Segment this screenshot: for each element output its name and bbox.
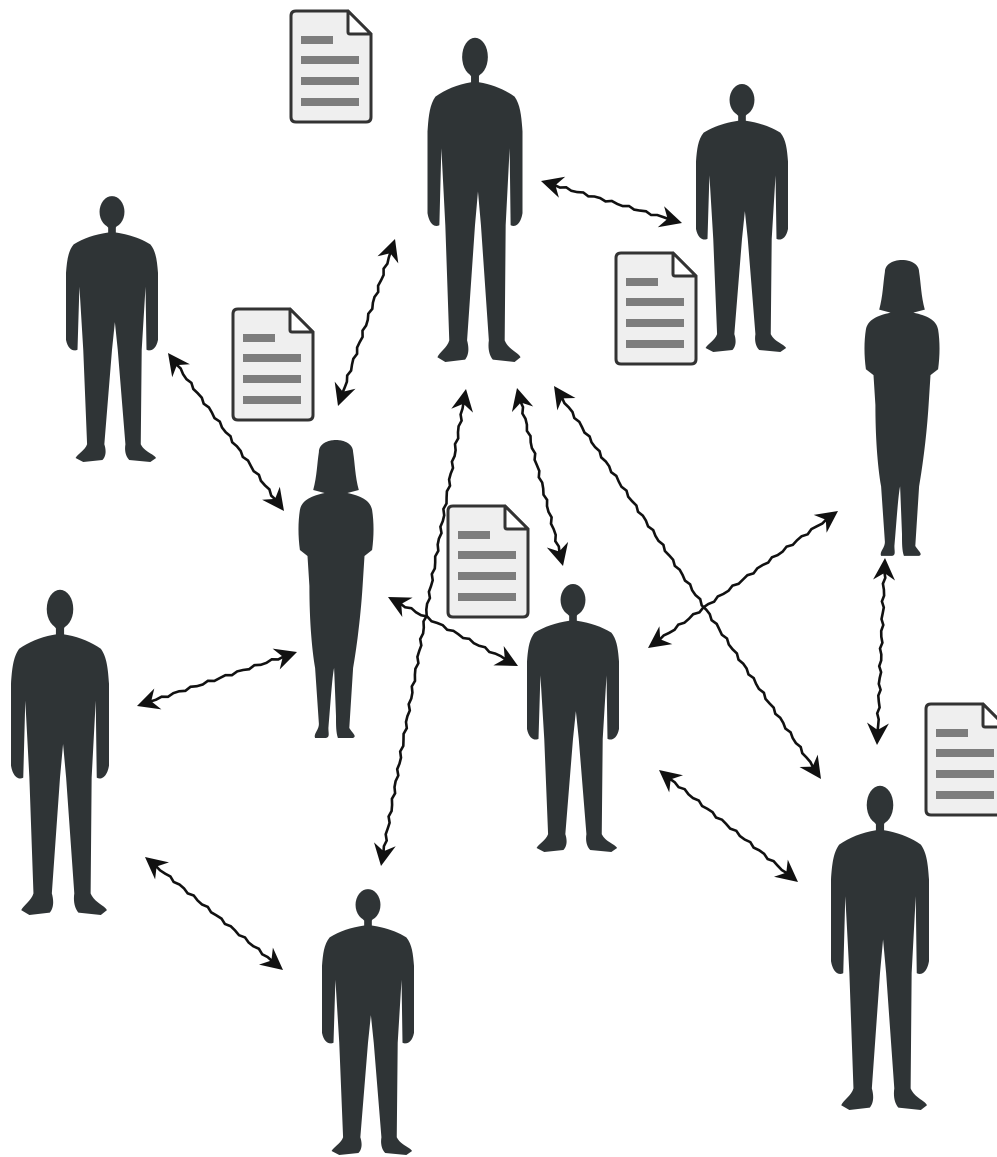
arrow-head-end bbox=[262, 486, 284, 511]
arrow-head-start bbox=[145, 857, 169, 880]
arrow-head-start bbox=[137, 688, 162, 710]
connection-arrow bbox=[145, 857, 283, 970]
connection-line bbox=[553, 183, 670, 221]
document-text-line bbox=[626, 298, 684, 306]
arrow-head-start bbox=[377, 239, 399, 264]
document-text-line bbox=[936, 749, 994, 757]
arrow-head-end bbox=[374, 842, 396, 866]
arrow-head-end bbox=[493, 646, 518, 666]
connection-arrow bbox=[137, 648, 297, 710]
arrow-head-end bbox=[648, 626, 673, 648]
connections-layer bbox=[137, 176, 895, 970]
arrow-head-end bbox=[334, 381, 356, 406]
document-fold bbox=[671, 251, 698, 278]
arrow-head-start bbox=[511, 388, 534, 413]
document-text-line bbox=[301, 77, 359, 85]
person-center bbox=[527, 584, 619, 852]
connection-arrow bbox=[541, 176, 682, 228]
arrow-head-start bbox=[659, 770, 683, 793]
document-text-line bbox=[301, 98, 359, 106]
document-text-line bbox=[936, 770, 994, 778]
arrow-head-end bbox=[259, 947, 283, 970]
document-text-line bbox=[243, 396, 301, 404]
connection-arrow bbox=[554, 386, 821, 779]
connection-line bbox=[560, 396, 815, 769]
connection-line bbox=[668, 777, 789, 875]
document-fold bbox=[503, 504, 530, 531]
connection-arrow bbox=[867, 558, 895, 745]
document-text-line bbox=[626, 340, 684, 348]
connection-line bbox=[399, 602, 507, 661]
connection-line bbox=[341, 250, 392, 395]
document-text-line bbox=[243, 334, 275, 342]
person-left bbox=[10, 589, 109, 915]
document-text-line bbox=[936, 729, 968, 737]
connection-arrow bbox=[648, 511, 838, 648]
connection-arrow bbox=[374, 389, 473, 866]
connection-arrow bbox=[388, 597, 518, 666]
document-text-line bbox=[626, 278, 658, 286]
person-bottom-right bbox=[831, 785, 929, 1110]
person-top-center bbox=[427, 37, 523, 363]
arrow-head-end bbox=[657, 206, 682, 228]
document-icon bbox=[446, 504, 530, 619]
person-center-left bbox=[298, 440, 374, 738]
arrow-head-end bbox=[774, 859, 798, 882]
arrow-head-end bbox=[546, 541, 569, 566]
arrow-head-start bbox=[168, 353, 190, 378]
document-text-line bbox=[301, 56, 359, 64]
arrow-head-start bbox=[554, 386, 576, 411]
arrow-head-start bbox=[451, 389, 473, 413]
document-icon bbox=[614, 251, 698, 366]
connection-line bbox=[154, 864, 274, 963]
people-layer bbox=[10, 37, 940, 1155]
connection-line bbox=[382, 401, 465, 854]
person-top-right bbox=[696, 84, 788, 352]
connection-line bbox=[875, 570, 887, 733]
arrow-head-start bbox=[388, 597, 413, 617]
arrow-head-start bbox=[873, 558, 895, 581]
connection-line bbox=[149, 655, 285, 703]
person-top-left bbox=[66, 196, 158, 462]
document-text-line bbox=[301, 36, 333, 44]
arrow-head-end bbox=[867, 722, 889, 745]
document-text-line bbox=[458, 531, 490, 539]
document-text-line bbox=[458, 593, 516, 601]
connection-line bbox=[175, 363, 277, 501]
arrow-head-start bbox=[813, 511, 838, 533]
person-bottom-center bbox=[322, 889, 414, 1155]
person-far-right bbox=[864, 259, 940, 556]
document-text-line bbox=[243, 375, 301, 383]
arrow-head-end bbox=[272, 648, 297, 670]
document-text-line bbox=[458, 572, 516, 580]
connection-line bbox=[658, 517, 828, 642]
document-text-line bbox=[626, 319, 684, 327]
connection-arrow bbox=[168, 353, 284, 511]
arrow-head-start bbox=[541, 176, 566, 198]
connection-arrow bbox=[511, 388, 569, 566]
document-fold bbox=[981, 702, 997, 729]
connection-arrow bbox=[334, 239, 399, 406]
connection-arrow bbox=[659, 770, 798, 882]
document-icon bbox=[289, 9, 373, 124]
arrow-head-end bbox=[799, 754, 821, 779]
documents-layer bbox=[231, 9, 997, 817]
document-text-line bbox=[243, 354, 301, 362]
document-text-line bbox=[936, 791, 994, 799]
document-icon bbox=[924, 702, 997, 817]
document-icon bbox=[231, 307, 315, 422]
document-fold bbox=[346, 9, 373, 36]
document-text-line bbox=[458, 551, 516, 559]
document-fold bbox=[288, 307, 315, 334]
connection-line bbox=[519, 400, 561, 554]
